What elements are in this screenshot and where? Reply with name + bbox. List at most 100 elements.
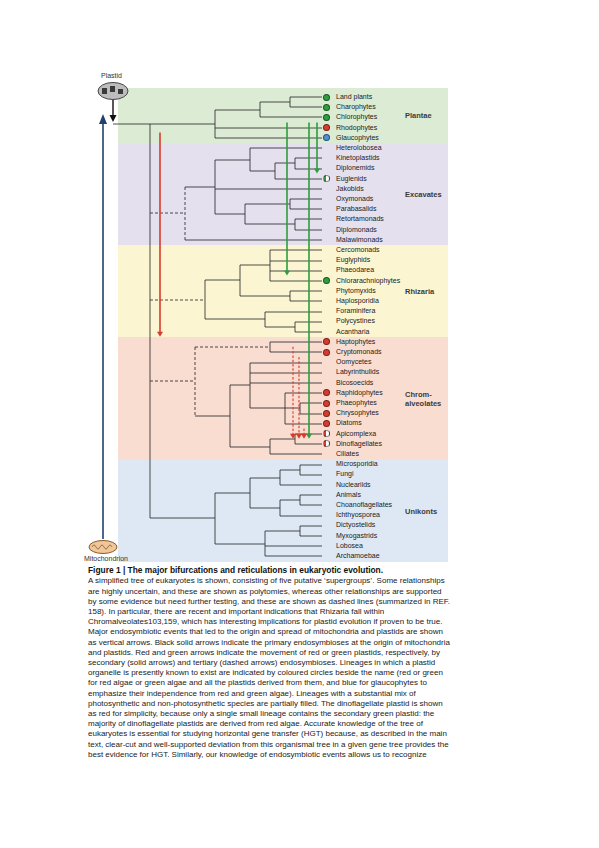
taxon-row: Euglyphids — [150, 255, 412, 265]
mitochondrion-body — [89, 541, 117, 554]
taxon-name: Animals — [336, 490, 361, 500]
taxon-row: Lobosea — [150, 541, 412, 551]
taxon-row: Choanoflagellates — [150, 500, 412, 510]
taxon-name: Euglenids — [336, 174, 367, 184]
taxon-name: Cryptomonads — [336, 347, 382, 357]
taxon-row: Acantharia — [150, 327, 412, 337]
endosymbiosis-arrow — [290, 347, 296, 439]
taxon-name: Dinoflagellates — [336, 439, 382, 449]
figure-title: Figure 1 | The major bifurcations and re… — [88, 565, 450, 575]
supergroup-name: Rhizaria — [405, 287, 447, 296]
taxon-row: Haplosporidia — [150, 296, 412, 306]
tree-branches — [113, 97, 322, 556]
arrow-shaft — [286, 122, 288, 271]
taxon-row: Charophytes — [150, 102, 412, 112]
taxon-name: Diplonemids — [336, 163, 375, 173]
taxon-name: Oxymonads — [336, 194, 373, 204]
taxon-row: Nucleariids — [150, 480, 412, 490]
taxon-row: Glaucophytes — [150, 133, 412, 143]
plastid-granum — [118, 89, 123, 94]
taxon-name: Jakobids — [336, 184, 364, 194]
taxon-row: Dinoflagellates — [150, 439, 412, 449]
taxon-name: Nucleariids — [336, 480, 371, 490]
plastid-circle — [323, 389, 330, 396]
taxon-name: Phaeophytes — [336, 398, 377, 408]
taxon-name: Haptophytes — [336, 337, 375, 347]
taxon-row: Animals — [150, 490, 412, 500]
arrowhead — [284, 271, 290, 276]
plastid-granum — [102, 88, 107, 94]
taxon-row: Fungi — [150, 469, 412, 479]
plastid-circle — [323, 104, 330, 111]
taxon-row: Archamoebae — [150, 551, 412, 561]
plastid-circle — [323, 134, 330, 141]
arrowhead — [314, 169, 320, 174]
taxon-row: Microsporidia — [150, 459, 412, 469]
taxon-row: Chrysophytes — [150, 408, 412, 418]
taxon-row: Chlorophytes — [150, 112, 412, 122]
taxon-row: Diplonemids — [150, 163, 412, 173]
taxon-name: Malawimonads — [336, 235, 383, 245]
taxon-name: Lobosea — [336, 541, 363, 551]
taxon-row: Cercomonads — [150, 245, 412, 255]
arrow-shaft — [308, 122, 310, 434]
plastid-circle — [323, 114, 330, 121]
arrow-shaft — [292, 347, 293, 435]
taxon-row: Oomycetes — [150, 357, 412, 367]
taxon-row: Chlorarachniophytes — [150, 276, 412, 286]
taxon-row: Kinetoplastids — [150, 153, 412, 163]
mitochondrion-cristae — [92, 545, 112, 549]
uncertain-branches — [150, 187, 270, 416]
taxon-name: Kinetoplastids — [336, 153, 380, 163]
arrowhead — [290, 434, 296, 439]
taxon-row: Apicomplexa — [150, 429, 412, 439]
figure-caption-block: Figure 1 | The major bifurcations and re… — [88, 565, 450, 760]
taxon-name: Chlorarachniophytes — [336, 276, 400, 286]
taxon-name: Retortamonads — [336, 214, 384, 224]
taxon-name: Apicomplexa — [336, 429, 376, 439]
taxon-name: Parabasalids — [336, 204, 376, 214]
taxon-row: Diplomonads — [150, 225, 412, 235]
supergroup-name: Unikonts — [405, 507, 447, 516]
taxon-row: Jakobids — [150, 184, 412, 194]
arrow-shaft — [159, 133, 161, 333]
plastid-circle — [323, 440, 330, 447]
plastid-circle — [323, 410, 330, 417]
endosymbiosis-arrow — [296, 357, 302, 439]
taxon-row: Haptophytes — [150, 337, 412, 347]
taxon-name: Phytomyxids — [336, 286, 376, 296]
taxon-row: Polycystines — [150, 316, 412, 326]
mitochondrion-icon — [89, 541, 117, 554]
taxon-name: Oomycetes — [336, 357, 371, 367]
plastid-circle — [323, 124, 330, 131]
taxon-name: Chrysophytes — [336, 408, 379, 418]
taxon-row: Bicosoecids — [150, 378, 412, 388]
taxon-name: Rhodophytes — [336, 123, 377, 133]
taxon-row: Dictyostelids — [150, 520, 412, 530]
plastid-circle — [323, 430, 330, 437]
arrow-shaft — [303, 428, 304, 434]
taxon-name: Raphidophytes — [336, 388, 383, 398]
primary-plastid-arrowhead — [110, 115, 117, 122]
taxon-name: Chlorophytes — [336, 112, 377, 122]
endosymbiosis-arrow — [301, 428, 307, 438]
taxon-row: Phaeophytes — [150, 398, 412, 408]
taxon-name: Haplosporidia — [336, 296, 379, 306]
arrowhead — [296, 434, 302, 439]
plastid-circle — [323, 277, 330, 284]
arrowhead — [306, 434, 312, 439]
taxon-row: Euglenids — [150, 174, 412, 184]
arrow-shaft — [316, 122, 318, 169]
taxon-name: Fungi — [336, 469, 354, 479]
taxon-row: Land plants — [150, 92, 412, 102]
taxon-name: Labyrinthulids — [336, 367, 379, 377]
taxon-row: Parabasalids — [150, 204, 412, 214]
supergroup-band: Chrom- alveolatesHaptophytesCryptomonads… — [118, 337, 448, 460]
arrow-shaft — [298, 357, 299, 435]
supergroup-name: Excavates — [405, 190, 447, 199]
taxon-name: Archamoebae — [336, 551, 380, 561]
taxon-name: Diplomonads — [336, 225, 377, 235]
supergroup-band: PlantaeLand plantsCharophytesChlorophyte… — [118, 88, 448, 143]
taxon-name: Dictyostelids — [336, 520, 375, 530]
taxon-name: Myxogastrids — [336, 531, 377, 541]
